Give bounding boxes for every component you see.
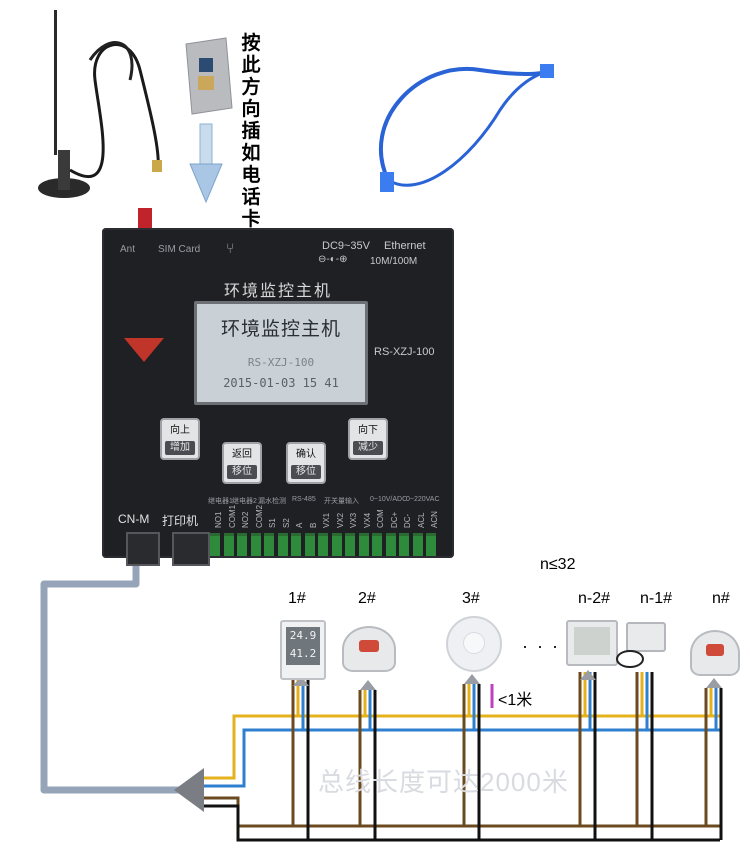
spacing-note: <1米	[498, 692, 533, 709]
smoke-detector-n	[690, 630, 740, 676]
antenna	[38, 10, 162, 198]
terminal-screw[interactable]	[277, 533, 288, 556]
terminal-screw[interactable]	[210, 533, 220, 556]
terminal-label: NO1	[214, 511, 223, 528]
sim-card	[185, 37, 233, 115]
cn-m-port[interactable]	[126, 532, 160, 566]
sensor-drops	[291, 672, 723, 840]
drop-arrows	[293, 670, 722, 690]
confirm-shift-button[interactable]: 确认移位	[286, 442, 326, 484]
sim-card-label: SIM Card	[158, 244, 201, 255]
lcd-title: 环境监控主机	[220, 318, 341, 340]
terminal-screw[interactable]	[331, 533, 342, 556]
node-label-2: 2#	[358, 590, 376, 607]
lcd-datetime: 2015-01-03 15 41	[223, 376, 339, 390]
terminal-label: DC-	[403, 513, 412, 528]
sensor-reading-top: 24.9	[289, 629, 317, 642]
terminal-label: NO2	[241, 511, 250, 528]
terminal-label: B	[308, 522, 318, 528]
temp-humidity-sensor-n-2	[566, 620, 618, 666]
terminal-label: DC+	[389, 511, 399, 528]
terminal-screw[interactable]	[385, 533, 396, 556]
group-relay1: 继电器1	[208, 498, 233, 505]
up-increase-button[interactable]: 向上增加	[160, 418, 200, 460]
bus-cable	[40, 560, 180, 794]
device-title: 环境监控主机	[223, 281, 332, 300]
ethernet-cable	[379, 64, 554, 192]
sim-instruction-text: 按 此 方 向 插 如 电 话 卡	[241, 32, 261, 230]
group-analog: 0~10V/ADC	[370, 496, 408, 503]
smoke-detector-2	[342, 626, 396, 672]
speed-label: 10M/100M	[370, 256, 418, 267]
terminal-screw[interactable]	[223, 533, 234, 556]
terminal-label: ACN	[430, 511, 439, 528]
node-label-n: n#	[712, 590, 730, 607]
infrared-sensor	[446, 616, 502, 672]
bus-arrow	[174, 768, 204, 812]
ethernet-label: Ethernet	[384, 240, 426, 252]
terminal-screw[interactable]	[264, 533, 274, 556]
terminal-screw[interactable]	[345, 533, 355, 556]
terminal-label: S2	[281, 518, 291, 528]
node-label-1: 1#	[288, 590, 306, 607]
ellipsis: · · ·	[522, 636, 560, 656]
terminal-label: ACL	[416, 512, 426, 528]
node-limit-label: n≤32	[540, 556, 576, 573]
node-label-3: 3#	[462, 590, 480, 607]
terminal-screw[interactable]	[237, 533, 247, 556]
printer-label: 打印机	[162, 514, 199, 528]
terminal-label: COM	[376, 509, 385, 528]
terminal-screw[interactable]	[426, 533, 436, 556]
terminal-label: VX3	[349, 512, 358, 528]
printer-port[interactable]	[172, 532, 210, 566]
brand-logo-icon	[124, 338, 164, 362]
terminal-screw[interactable]	[304, 533, 315, 556]
group-ac: 0~220VAC	[406, 496, 440, 503]
lcd-screen: 环境监控主机 RS-XZJ-100 2015-01-03 15 41	[194, 301, 368, 405]
terminal-screw[interactable]	[412, 533, 423, 556]
group-switch-input: 开关量输入	[324, 498, 359, 505]
temp-humidity-sensor: 24.9 41.2	[280, 620, 326, 680]
ant-label: Ant	[120, 244, 136, 255]
terminal-label: VX4	[362, 512, 372, 528]
terminal-screw[interactable]	[291, 533, 301, 556]
node-label-n-1: n-1#	[640, 590, 673, 607]
terminal-screw[interactable]	[318, 533, 328, 556]
terminal-label: S1	[268, 518, 277, 528]
terminal-label: VX2	[335, 512, 345, 528]
bus-length-note: 总线长度可达2000米	[318, 767, 569, 797]
power-label: DC9~35V	[322, 240, 371, 252]
model-label: RS-XZJ-100	[374, 346, 435, 358]
group-relay2: 继电器2	[232, 498, 257, 505]
terminal-label: VX1	[322, 512, 331, 528]
insert-arrow	[189, 123, 223, 204]
terminal-label: COM2	[254, 504, 264, 528]
lcd-model: RS-XZJ-100	[247, 356, 315, 369]
node-label-n-2: n-2#	[578, 590, 611, 607]
group-leak: 漏水检测	[258, 498, 286, 505]
group-rs485: RS-485	[292, 496, 316, 503]
terminal-screw[interactable]	[372, 533, 382, 556]
back-shift-button[interactable]: 返回移位	[222, 442, 262, 484]
polarity-icon: ⊖-◐-⊕	[318, 254, 348, 265]
terminal-label: A	[295, 522, 304, 528]
terminal-block	[210, 533, 440, 558]
usb-icon: ⑂	[226, 240, 235, 256]
terminal-screw[interactable]	[250, 533, 261, 556]
antenna-connector	[138, 208, 152, 230]
probe-sensor-n-1	[626, 622, 666, 652]
terminal-screw[interactable]	[399, 533, 409, 556]
down-decrease-button[interactable]: 向下减少	[348, 418, 388, 460]
terminal-label: COM1	[227, 504, 237, 528]
environment-monitor-host: Ant SIM Card ⑂ DC9~35V Ethernet ⊖-◐-⊕ 10…	[102, 228, 454, 566]
probe-cable	[616, 650, 644, 668]
terminal-screw[interactable]	[358, 533, 369, 556]
sensor-reading-bottom: 41.2	[289, 647, 317, 660]
cn-m-label: CN-M	[118, 512, 150, 526]
